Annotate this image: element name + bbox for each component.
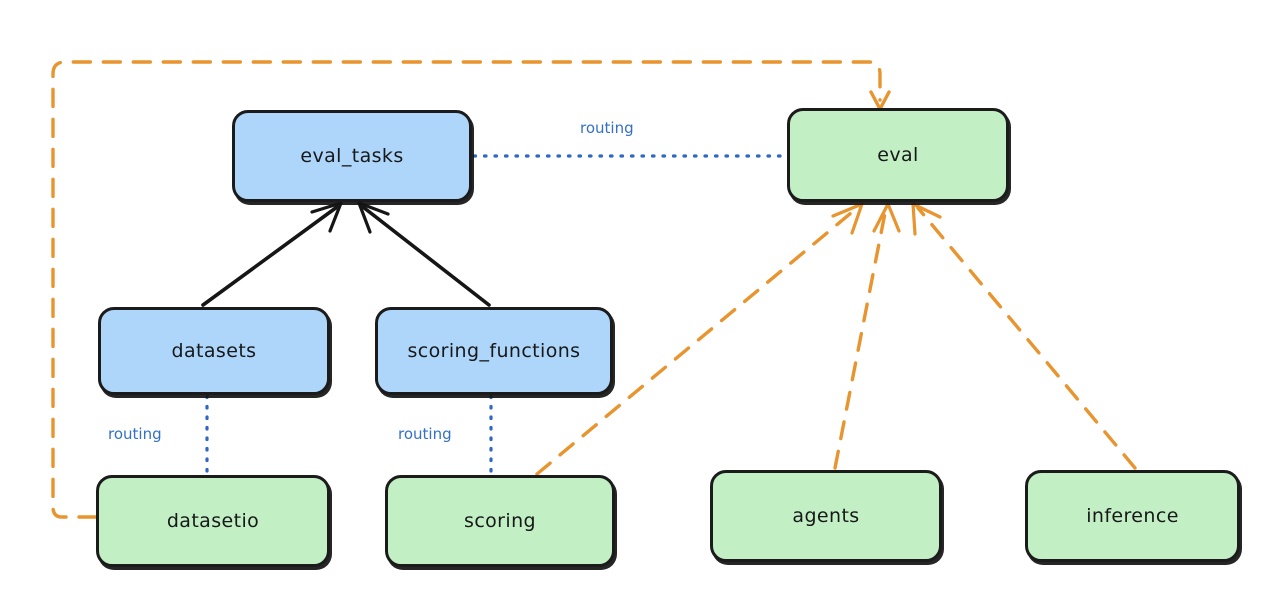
node-label-scoring-functions: scoring_functions <box>407 340 581 362</box>
edge-datasets-to-eval_tasks <box>201 201 343 307</box>
node-datasetio[interactable]: datasetio <box>96 475 330 567</box>
node-label-inference: inference <box>1086 505 1179 527</box>
edge-scoring_functions-to-eval_tasks <box>357 201 491 307</box>
node-eval[interactable]: eval <box>787 108 1009 202</box>
node-label-datasetio: datasetio <box>166 510 260 532</box>
node-eval-tasks[interactable]: eval_tasks <box>232 110 472 202</box>
node-agents[interactable]: agents <box>710 470 942 562</box>
edge-agents-to-eval <box>833 202 901 470</box>
node-inference[interactable]: inference <box>1025 470 1240 562</box>
node-scoring-functions[interactable]: scoring_functions <box>375 307 613 395</box>
node-label-agents: agents <box>792 505 860 527</box>
node-label-eval: eval <box>877 144 919 166</box>
node-label-scoring: scoring <box>464 510 536 532</box>
edge-inference-to-eval <box>911 202 1137 470</box>
edge-label-routing-datasets-datasetio: routing <box>108 425 162 443</box>
node-datasets[interactable]: datasets <box>98 307 330 395</box>
node-label-datasets: datasets <box>171 340 257 362</box>
node-label-eval-tasks: eval_tasks <box>300 145 404 167</box>
edge-label-routing-scoring-functions-scoring: routing <box>398 425 452 443</box>
node-scoring[interactable]: scoring <box>385 475 615 567</box>
edge-label-routing-eval-tasks-eval: routing <box>580 119 634 137</box>
